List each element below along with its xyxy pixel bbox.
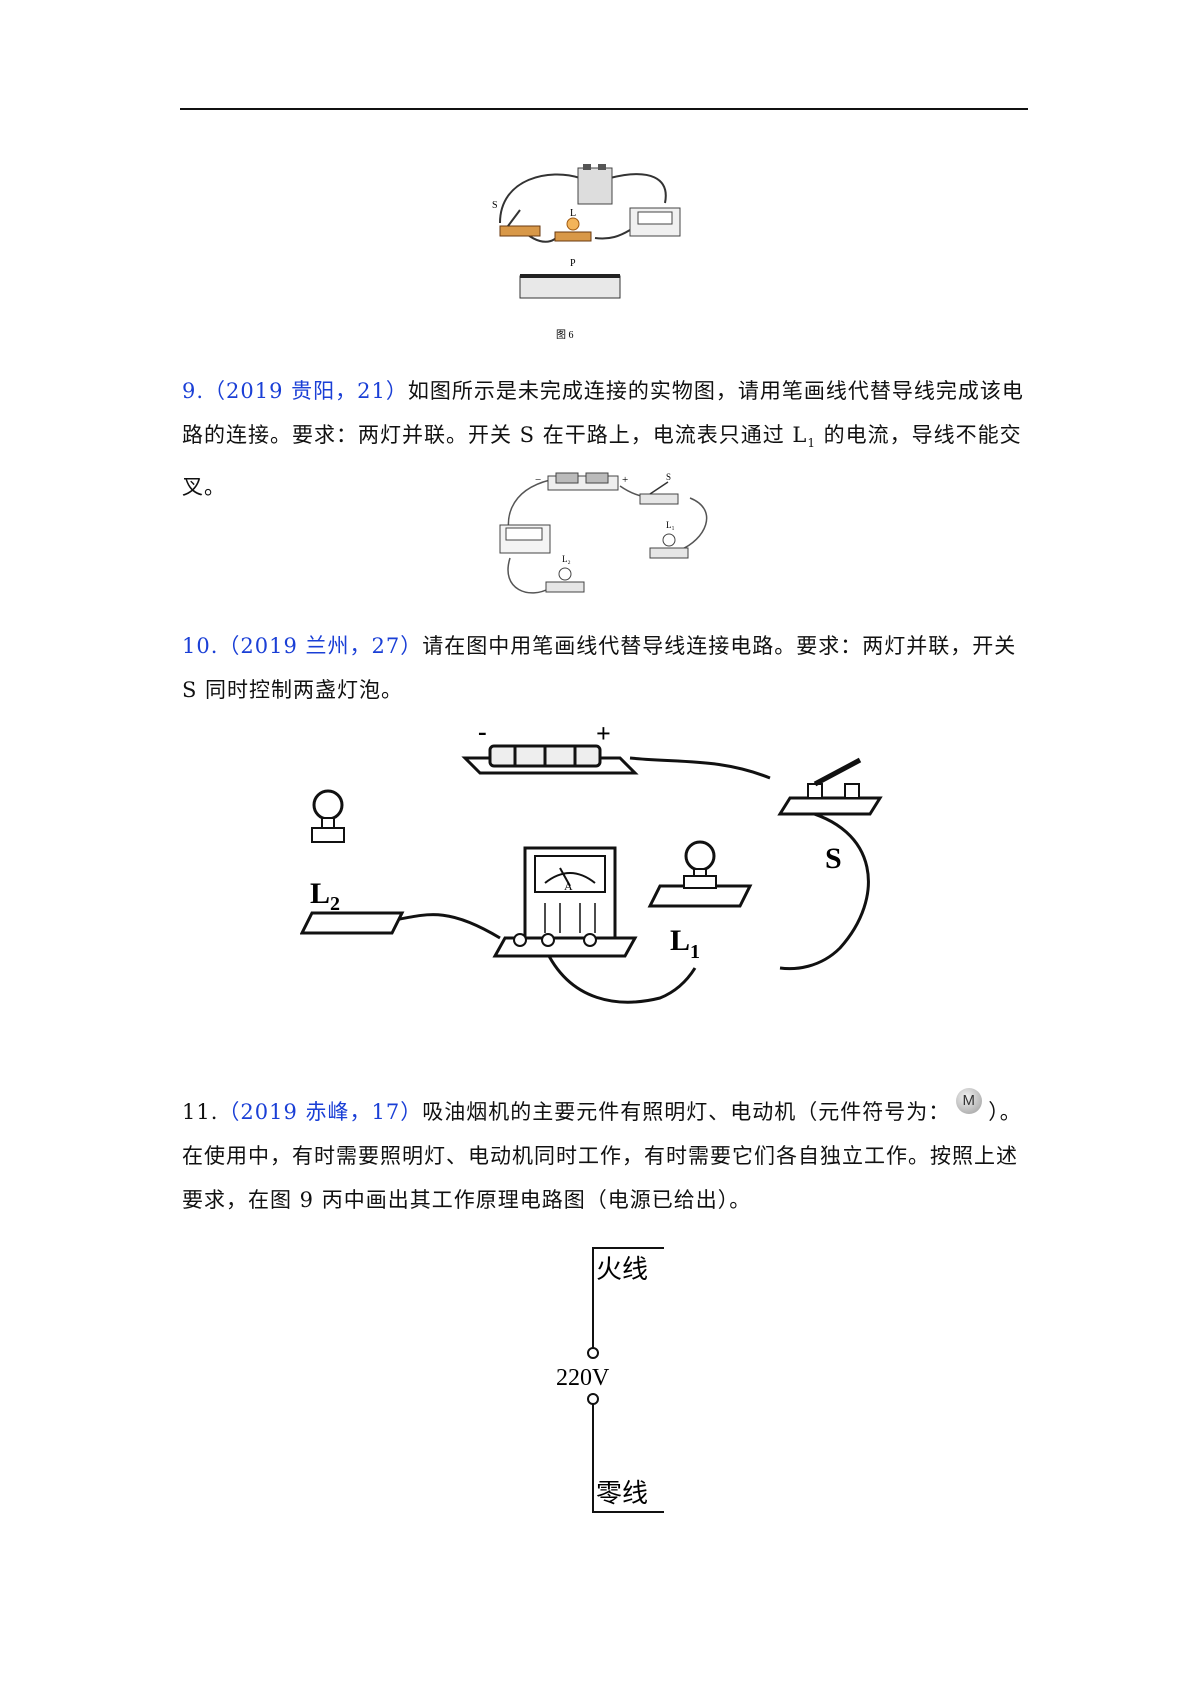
- ammeter-a-label: A: [564, 879, 573, 893]
- question-9-text-end: 的电流，导线不能交叉。: [182, 423, 1022, 500]
- lamp-l2-label: L: [310, 877, 330, 910]
- question-10-text: 请在图中用笔画线代替导线连接电路。要求：两灯并联，开关 S 同时控制两盏灯泡。: [182, 634, 1017, 702]
- switch-s-label: S: [825, 842, 842, 875]
- question-9-text: 如图所示是未完成连接的实物图，请用笔画线代替导线完成该电路的连接。要求：两灯并联…: [182, 379, 1024, 447]
- lamp-l1-label: L₁: [666, 520, 675, 530]
- power-source-figure: 火线 220V 零线: [540, 1244, 680, 1518]
- circuit-figure-q10-drawing: - + S A L 2 L 1: [299, 717, 883, 1004]
- battery-plus-label: +: [622, 474, 628, 486]
- motor-symbol-icon: M: [956, 1088, 983, 1114]
- question-11-number: 11.: [182, 1100, 219, 1124]
- question-9: 9.（2019 贵阳，21）如图所示是未完成连接的实物图，请用笔画线代替导线完成…: [182, 369, 1028, 509]
- lamp-l2-subscript: 2: [330, 893, 340, 915]
- question-9-source: （2019 贵阳，21）: [204, 379, 408, 403]
- live-wire-label: 火线: [596, 1255, 648, 1284]
- battery-minus-label: −: [535, 474, 541, 486]
- circuit-figure-q10: - + S A L 2 L 1: [299, 717, 900, 1058]
- battery-minus-label: -: [478, 718, 487, 746]
- circuit-figure-q9-drawing: − + S L₁ L₂: [499, 472, 708, 594]
- question-11-text: 吸油烟机的主要元件有照明灯、电动机（元件符号为：: [422, 1100, 951, 1124]
- question-9-number: 9.: [182, 379, 205, 403]
- question-11: 11.（2019 赤峰，17）吸油烟机的主要元件有照明灯、电动机（元件符号为：M…: [182, 1088, 1028, 1222]
- battery-plus-label: +: [596, 719, 611, 748]
- lamp-l2-label: L₂: [562, 554, 571, 564]
- lamp-l-label: L: [570, 208, 576, 219]
- lamp-l1-label: L: [670, 924, 690, 957]
- neutral-wire-label: 零线: [596, 1479, 648, 1508]
- voltage-label: 220V: [556, 1365, 610, 1391]
- question-11-text-end: ）。在使用中，有时需要照明灯、电动机同时工作，有时需要它们各自独立工作。按照上述…: [182, 1100, 1022, 1212]
- question-11-source: （2019 赤峰，17）: [218, 1100, 423, 1124]
- figure-caption: 图 6: [556, 329, 574, 341]
- question-10-source: （2019 兰州，27）: [218, 634, 423, 658]
- switch-s-label: S: [666, 472, 671, 482]
- circuit-figure-q9: − + S L₁ L₂: [490, 470, 720, 610]
- switch-s-label: S: [492, 200, 498, 211]
- question-10: 10.（2019 兰州，27）请在图中用笔画线代替导线连接电路。要求：两灯并联，…: [182, 624, 1028, 712]
- question-9-subscript: 1: [807, 436, 816, 451]
- header-rule: [180, 108, 1028, 110]
- rheostat-p-label: P: [570, 258, 576, 269]
- circuit-figure-6-drawing: S L P 图 6: [492, 164, 681, 341]
- circuit-figure-6: S L P 图 6: [480, 158, 720, 348]
- power-source-drawing: 火线 220V 零线: [556, 1247, 664, 1513]
- question-10-number: 10.: [182, 634, 219, 658]
- lamp-l1-subscript: 1: [690, 941, 700, 963]
